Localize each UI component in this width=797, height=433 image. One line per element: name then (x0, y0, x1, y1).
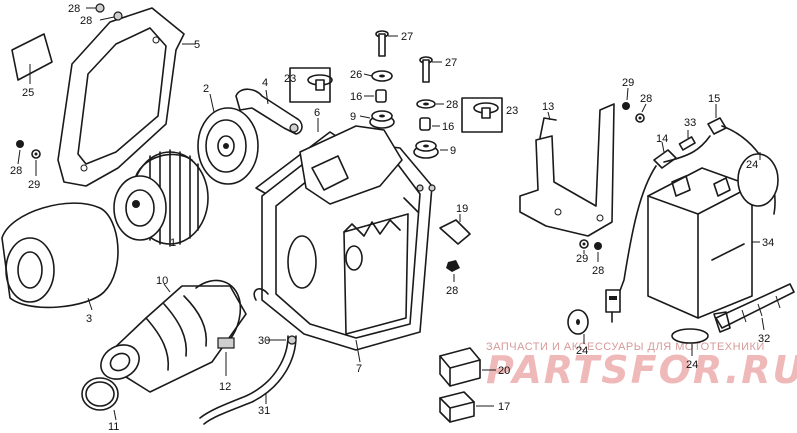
label-28-c: 28 (10, 165, 22, 177)
label-16-a: 16 (350, 91, 362, 103)
label-15: 15 (708, 93, 720, 105)
part-19-bracket (439, 214, 471, 245)
label-17: 17 (498, 401, 510, 413)
label-4: 4 (262, 77, 268, 89)
label-32: 32 (758, 333, 770, 345)
part-3-foam-sleeve (1, 202, 119, 311)
part-9-grommet-b (413, 140, 448, 159)
part-10-intake-boot (100, 283, 247, 393)
part-33-fuse (678, 130, 696, 151)
label-29-a: 29 (28, 179, 40, 191)
part-9-grommet-a (359, 110, 395, 129)
watermark-logo: PARTSFOR.RU (486, 348, 797, 392)
part-14-fuse-holder (617, 135, 711, 297)
part-24-pad-bottom (671, 328, 709, 356)
part-16-collar-a (364, 89, 387, 103)
label-28-d: 28 (446, 99, 458, 111)
label-28-e: 28 (446, 285, 458, 297)
label-24-b: 24 (576, 345, 588, 357)
label-12: 12 (219, 381, 231, 393)
label-31: 31 (258, 405, 270, 417)
label-24-c: 24 (686, 359, 698, 371)
label-11: 11 (108, 421, 119, 433)
label-6: 6 (314, 107, 320, 119)
part-12-clamp (195, 279, 242, 376)
connector-plug (605, 289, 621, 323)
label-5: 5 (194, 39, 200, 51)
label-27-b: 27 (445, 57, 457, 69)
part-13-battery-bracket (519, 103, 615, 237)
label-14: 14 (656, 133, 668, 145)
part-23-grommet-left (289, 67, 333, 103)
label-2: 2 (203, 83, 209, 95)
part-27-bolt-b (419, 56, 442, 83)
part-28-29-left (16, 140, 41, 176)
label-34: 34 (762, 237, 774, 249)
label-10: 10 (156, 275, 168, 287)
label-28-b: 28 (80, 15, 92, 27)
label-3: 3 (86, 313, 92, 325)
label-9-b: 9 (450, 145, 456, 157)
label-20: 20 (498, 365, 510, 377)
part-28-washer-center (416, 99, 444, 109)
part-32-strap (713, 283, 795, 333)
label-7: 7 (356, 363, 362, 375)
label-23-b: 23 (506, 105, 518, 117)
label-28-g: 28 (592, 265, 604, 277)
part-25-pad (11, 33, 53, 84)
label-28-f: 28 (640, 93, 652, 105)
part-30-31-drain-tube (199, 335, 297, 425)
part-28-nut-center (446, 260, 460, 282)
part-1-filter-element (113, 149, 209, 247)
part-29-28-bracket-bottom (579, 239, 602, 262)
label-29-c: 29 (576, 253, 588, 265)
label-16-b: 16 (442, 121, 454, 133)
label-33: 33 (684, 117, 696, 129)
label-25: 25 (22, 87, 34, 99)
part-16-collar-b (419, 117, 440, 131)
part-26-washer (363, 70, 393, 82)
part-28-nut-top (86, 3, 123, 21)
label-29-b: 29 (622, 77, 634, 89)
label-30: 30 (258, 335, 270, 347)
part-24-pad-right (737, 152, 779, 207)
part-11-o-ring (81, 377, 119, 421)
label-13: 13 (542, 101, 554, 113)
part-23-grommet-right (461, 97, 503, 133)
label-23-a: 23 (284, 73, 296, 85)
part-7-airbox (253, 125, 436, 363)
label-1: 1 (170, 237, 176, 249)
label-9-a: 9 (350, 111, 356, 123)
part-17-block (439, 391, 494, 423)
part-2-filter-cap (197, 93, 259, 185)
part-4-clip (235, 88, 303, 135)
label-19: 19 (456, 203, 468, 215)
label-24-a: 24 (746, 159, 758, 171)
part-29-28-bracket-top (622, 87, 647, 123)
part-20-block (439, 347, 496, 387)
label-28-a: 28 (68, 3, 80, 15)
part-34-battery (647, 167, 760, 319)
watermark-tagline: ЗАПЧАСТИ И АКСЕССУАРЫ ДЛЯ МОТОТЕХНИКИ (486, 341, 765, 353)
part-5-cover-frame (57, 7, 196, 187)
label-27-a: 27 (401, 31, 413, 43)
part-24-pad-center (567, 309, 589, 344)
label-26: 26 (350, 69, 362, 81)
part-27-bolt-a (375, 30, 398, 57)
